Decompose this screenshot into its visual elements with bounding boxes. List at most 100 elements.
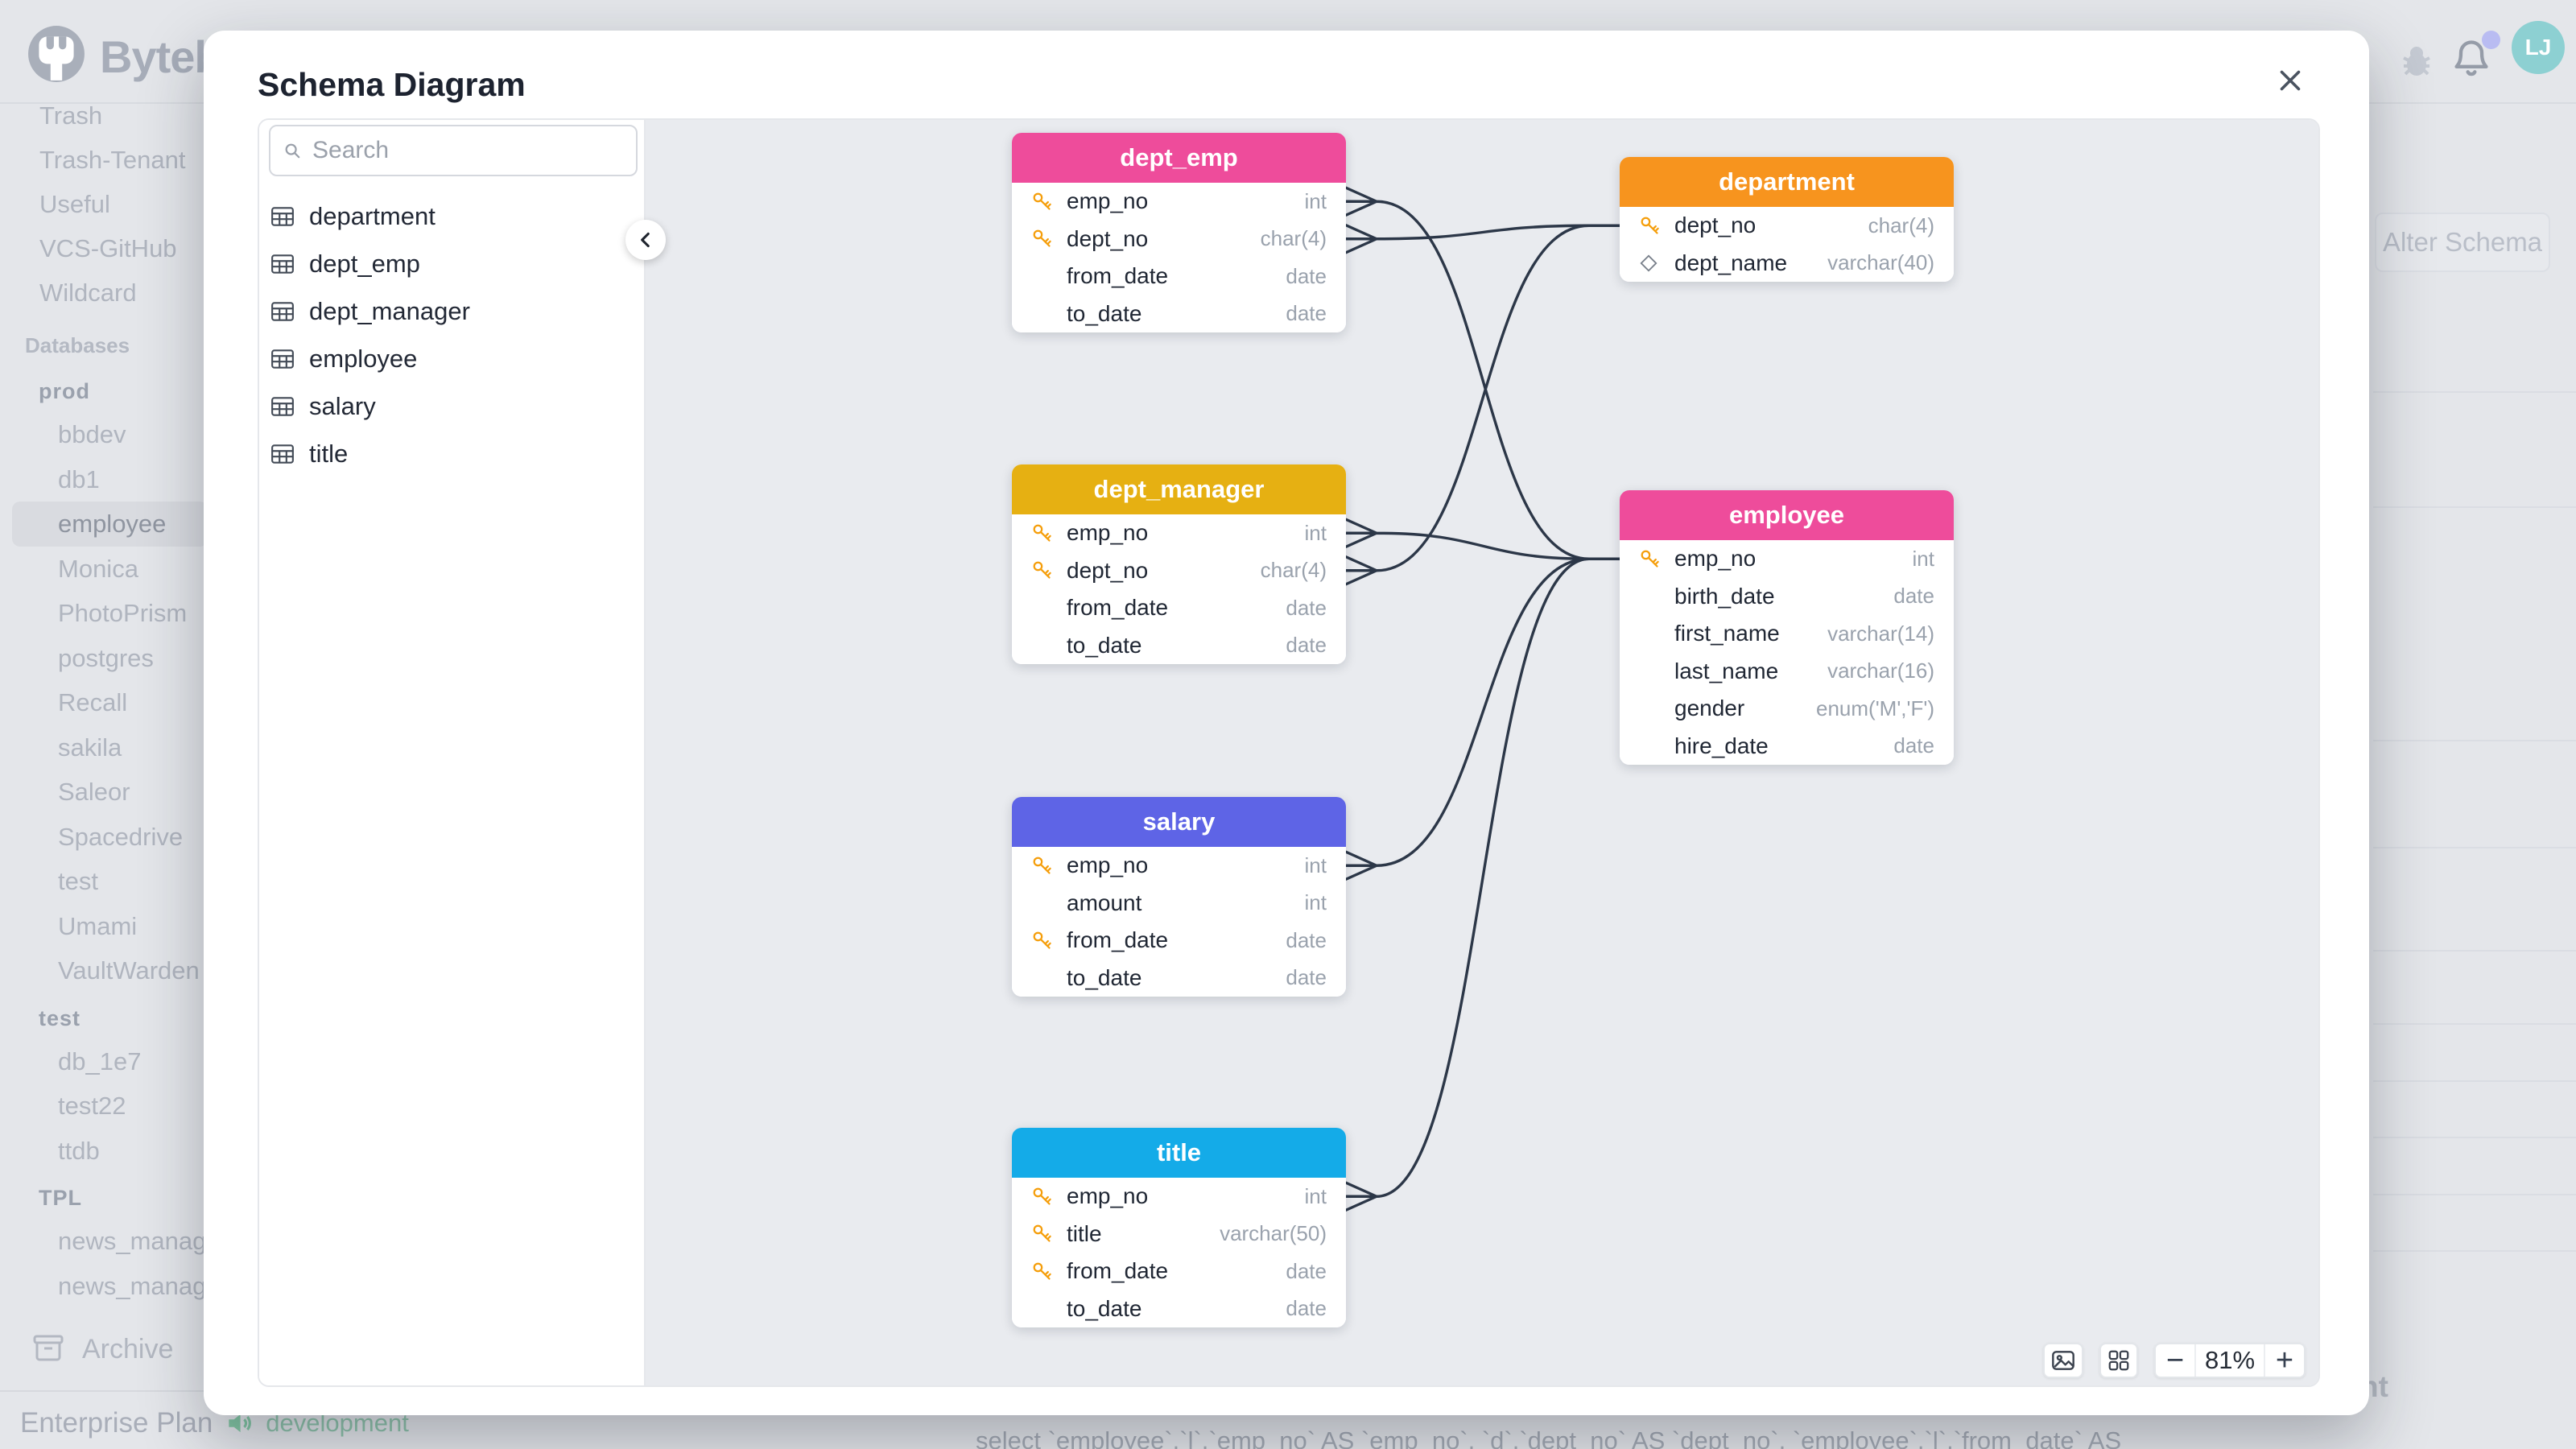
primary-key-icon	[1031, 1186, 1067, 1208]
sidebar-item-db_1e7[interactable]: db_1e7	[58, 1046, 142, 1075]
alter-schema-button[interactable]: Alter Schema	[2375, 213, 2550, 272]
collapse-panel-button[interactable]	[625, 220, 666, 260]
table-list-label: title	[309, 439, 349, 468]
zoom-out-button[interactable]: −	[2156, 1344, 2196, 1377]
column-name: amount	[1067, 890, 1142, 915]
sidebar-item-spacedrive[interactable]: Spacedrive	[58, 822, 184, 851]
alter-schema-label: Alter Schema	[2382, 227, 2543, 257]
sidebar-item-test[interactable]: test	[58, 867, 98, 895]
column-type: date	[1893, 733, 1934, 758]
sidebar-item-vcs-github[interactable]: VCS-GitHub	[39, 234, 177, 262]
auto-layout-button[interactable]	[2099, 1343, 2138, 1378]
column-type: date	[1286, 927, 1327, 952]
sidebar-item-test22[interactable]: test22	[58, 1092, 126, 1120]
sidebar-item-test[interactable]: test	[39, 1005, 81, 1030]
table-list-item-dept_emp[interactable]: dept_emp	[259, 240, 644, 287]
index-diamond-icon	[1639, 254, 1674, 273]
column-type: varchar(14)	[1827, 621, 1934, 646]
sidebar-item-db1[interactable]: db1	[58, 464, 100, 493]
table-list-item-dept_manager[interactable]: dept_manager	[259, 287, 644, 335]
table-card-header: dept_manager	[1012, 464, 1346, 514]
bytebase-logo-icon	[28, 26, 85, 82]
column-name: emp_no	[1067, 520, 1149, 546]
primary-key-icon	[1031, 191, 1067, 213]
background-row-divider	[2373, 506, 2576, 508]
archive-label: Archive	[82, 1333, 174, 1364]
sidebar-item-archive[interactable]: Archive	[32, 1333, 173, 1365]
column-name: hire_date	[1674, 733, 1769, 758]
column-type: varchar(50)	[1220, 1221, 1327, 1246]
sidebar-item-prod[interactable]: prod	[39, 379, 90, 403]
sql-statement-fragment: select `employee`.`l`.`emp_no` AS `emp_n…	[976, 1426, 2122, 1449]
search-input[interactable]	[312, 137, 623, 164]
column-name: emp_no	[1067, 852, 1149, 878]
sidebar-item-vaultwarden[interactable]: VaultWarden	[58, 956, 200, 985]
speaker-icon	[229, 1414, 252, 1433]
sidebar-item-news_manage[interactable]: news_manage	[58, 1271, 221, 1300]
background-row-divider	[2373, 1023, 2576, 1025]
sidebar-item-news_manage[interactable]: news_manage	[58, 1227, 221, 1255]
column-type: varchar(16)	[1827, 658, 1934, 683]
primary-key-icon	[1031, 228, 1067, 250]
sidebar-item-bbdev[interactable]: bbdev	[58, 420, 126, 448]
column-type: varchar(40)	[1827, 250, 1934, 275]
sidebar-item-umami[interactable]: Umami	[58, 911, 138, 940]
sidebar-item-sakila[interactable]: sakila	[58, 733, 122, 762]
column-name: birth_date	[1674, 583, 1775, 609]
sidebar-item-monica[interactable]: Monica	[58, 554, 138, 583]
sidebar-item-trash[interactable]: Trash	[39, 101, 103, 130]
sidebar-item-trash-tenant[interactable]: Trash-Tenant	[39, 146, 186, 174]
bug-icon[interactable]	[2397, 42, 2436, 80]
relation-line-salary.emp_no-to-employee.emp_no	[1344, 557, 1621, 881]
sidebar-item-employee[interactable]: employee	[12, 502, 208, 547]
column-type: date	[1286, 965, 1327, 990]
column-type: int	[1304, 890, 1327, 915]
column-name: dept_no	[1067, 557, 1149, 583]
sidebar-divider	[0, 1390, 366, 1392]
relation-line-title.emp_no-to-employee.emp_no	[1344, 557, 1621, 1212]
sidebar-item-photoprism[interactable]: PhotoPrism	[58, 599, 188, 627]
sidebar-item-recall[interactable]: Recall	[58, 688, 128, 716]
table-icon	[270, 394, 295, 419]
primary-key-icon	[1031, 855, 1067, 877]
table-list-item-salary[interactable]: salary	[259, 382, 644, 430]
sidebar-item-ttdb[interactable]: ttdb	[58, 1136, 100, 1165]
column-name: from_date	[1067, 1258, 1169, 1284]
avatar[interactable]: LJ	[2512, 21, 2565, 74]
sidebar-item-postgres[interactable]: postgres	[58, 643, 154, 672]
sidebar-item-tpl[interactable]: TPL	[39, 1186, 82, 1210]
column-type: date	[1286, 301, 1327, 326]
sidebar-item-saleor[interactable]: Saleor	[58, 778, 130, 806]
table-card-header: department	[1620, 157, 1954, 207]
relation-line-dept_emp.dept_no-to-department.dept_no	[1344, 224, 1621, 254]
relation-line-dept_manager.emp_no-to-employee.emp_no	[1344, 518, 1621, 560]
table-list-item-employee[interactable]: employee	[259, 335, 644, 382]
export-image-button[interactable]	[2043, 1343, 2083, 1378]
close-button[interactable]	[2271, 61, 2310, 100]
background-row-divider	[2373, 1194, 2576, 1195]
table-list-label: department	[309, 201, 436, 230]
archive-icon	[33, 1335, 64, 1361]
relation-line-dept_emp.emp_no-to-employee.emp_no	[1344, 186, 1621, 560]
sidebar-item-wildcard[interactable]: Wildcard	[39, 279, 137, 307]
zoom-in-button[interactable]: +	[2264, 1344, 2304, 1377]
bell-icon[interactable]	[2450, 37, 2492, 79]
column-type: enum('M','F')	[1816, 696, 1934, 720]
column-name: dept_no	[1067, 225, 1149, 251]
background-row-divider	[2373, 740, 2576, 741]
sidebar-item-useful[interactable]: Useful	[39, 190, 110, 218]
table-list-item-title[interactable]: title	[259, 430, 644, 477]
table-list-item-department[interactable]: department	[259, 192, 644, 240]
